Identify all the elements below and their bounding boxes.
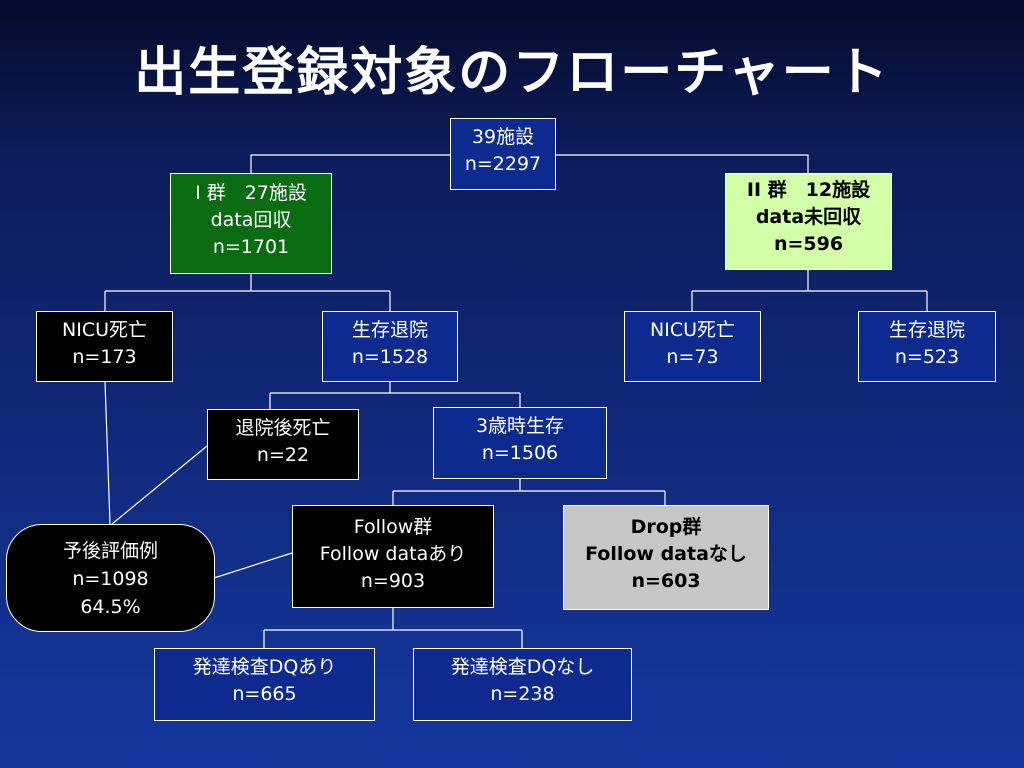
connector-root-group1 <box>250 154 450 173</box>
connector-postdeath-prognosis <box>111 445 208 525</box>
g1-discharged-node: 生存退院 n=1528 <box>322 311 458 382</box>
alive-3yr-count: n=1506 <box>481 442 559 464</box>
follow-status: Follow dataあり <box>319 543 467 565</box>
post-discharge-death-node: 退院後死亡 n=22 <box>207 409 359 480</box>
root-label: 39施設 <box>471 126 535 148</box>
dq-no-node: 発達検査DQなし n=238 <box>413 648 632 721</box>
group2-label: II 群 12施設 <box>746 179 871 201</box>
drop-count: n=603 <box>631 570 701 592</box>
prognosis-count: n=1098 <box>72 568 149 590</box>
g2-nicu-death-label: NICU死亡 <box>650 319 735 341</box>
dq-no-count: n=238 <box>490 683 555 705</box>
post-discharge-death-count: n=22 <box>256 444 310 466</box>
group2-status: data未回収 <box>755 206 862 228</box>
dq-yes-label: 発達検査DQあり <box>192 656 337 678</box>
prognosis-percent: 64.5% <box>80 596 141 618</box>
group2-count: n=596 <box>773 233 844 255</box>
dq-yes-count: n=665 <box>232 683 297 705</box>
group1-label: I 群 27施設 <box>195 182 307 204</box>
g1-nicu-death-label: NICU死亡 <box>62 319 147 341</box>
g1-discharged-label: 生存退院 <box>351 319 428 341</box>
post-discharge-death-label: 退院後死亡 <box>235 417 331 439</box>
follow-label: Follow群 <box>353 516 433 538</box>
follow-node: Follow群 Follow dataあり n=903 <box>292 505 494 608</box>
g2-nicu-death-node: NICU死亡 n=73 <box>624 311 761 382</box>
g2-discharged-node: 生存退院 n=523 <box>858 311 996 382</box>
g2-discharged-label: 生存退院 <box>888 319 965 341</box>
group1-status: data回収 <box>210 209 292 231</box>
connector-nicu-prognosis <box>104 381 111 525</box>
g1-discharged-count: n=1528 <box>351 346 429 368</box>
g2-nicu-death-count: n=73 <box>666 346 719 368</box>
follow-count: n=903 <box>360 570 426 592</box>
group1-count: n=1701 <box>212 236 290 258</box>
g1-nicu-death-count: n=173 <box>72 346 137 368</box>
drop-label: Drop群 <box>630 516 702 538</box>
connector-root-group2 <box>556 154 809 173</box>
g2-discharged-count: n=523 <box>894 346 960 368</box>
g1-nicu-death-node: NICU死亡 n=173 <box>36 311 173 382</box>
connector-follow-prognosis <box>213 552 293 579</box>
drop-node: Drop群 Follow dataなし n=603 <box>563 505 769 610</box>
root-count: n=2297 <box>464 153 542 175</box>
prognosis-node: 予後評価例 n=1098 64.5% <box>6 524 215 632</box>
page-title: 出生登録対象のフローチャート <box>134 43 890 103</box>
dq-no-label: 発達検査DQなし <box>450 656 595 678</box>
prognosis-label: 予後評価例 <box>62 540 158 562</box>
dq-yes-node: 発達検査DQあり n=665 <box>154 648 375 721</box>
drop-status: Follow dataなし <box>585 543 747 565</box>
root-node: 39施設 n=2297 <box>450 118 556 190</box>
alive-3yr-node: 3歳時生存 n=1506 <box>433 407 607 479</box>
group1-node: I 群 27施設 data回収 n=1701 <box>170 173 332 274</box>
group2-node: II 群 12施設 data未回収 n=596 <box>725 173 892 270</box>
alive-3yr-label: 3歳時生存 <box>475 415 565 437</box>
